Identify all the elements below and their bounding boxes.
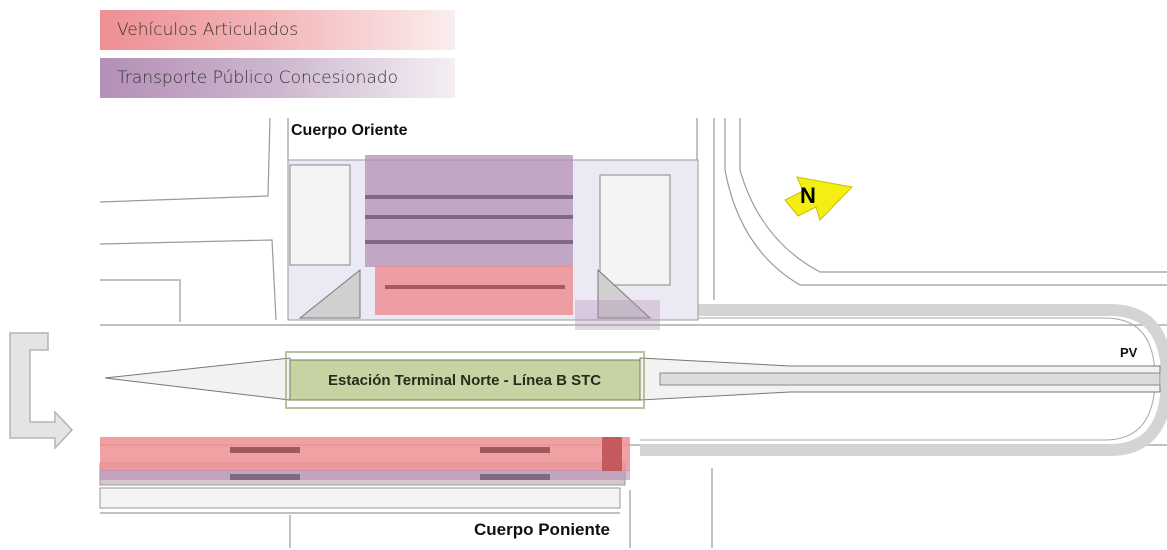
return-loop-road — [640, 304, 1167, 456]
cuerpo-poniente-label: Cuerpo Poniente — [474, 520, 611, 539]
metro-track — [104, 351, 1161, 409]
legend-articulated-label: Vehículos Articulados — [117, 20, 299, 40]
station-label: Estación Terminal Norte - Línea B STC — [328, 372, 602, 389]
legend-concession-label: Transporte Público Concesionado — [117, 68, 398, 88]
north-arrow-icon — [784, 176, 854, 221]
street-lines — [99, 117, 1167, 548]
north-label: N — [800, 183, 816, 208]
cuerpo-oriente-label: Cuerpo Oriente — [291, 122, 408, 139]
pv-label: PV — [1120, 345, 1138, 360]
cuerpo-poniente-building — [99, 437, 630, 509]
u-turn-arrow-icon — [9, 332, 74, 450]
legend-concession: Transporte Público Concesionado — [100, 58, 455, 98]
cuerpo-oriente-building — [287, 155, 699, 330]
legend-articulated: Vehículos Articulados — [100, 10, 455, 50]
